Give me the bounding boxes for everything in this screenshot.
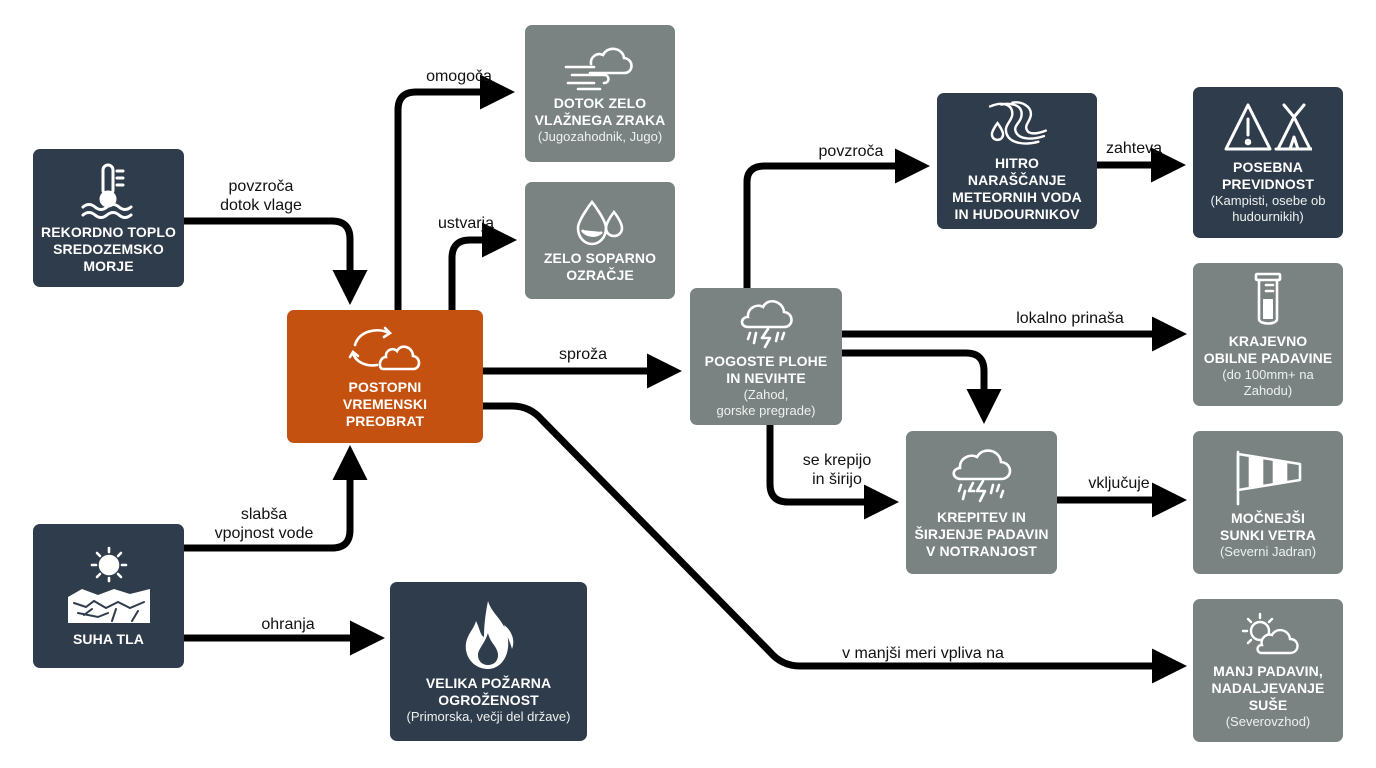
edge-label-rising-caution: zahteva <box>1105 140 1163 157</box>
node-title: KRAJEVNO OBILNE PADAVINE <box>1203 332 1333 366</box>
node-wind: MOČNEJŠI SUNKI VETRA (Severni Jadran) <box>1193 431 1343 574</box>
edge-center-humid <box>394 74 515 310</box>
edge-showers-inland-b <box>766 425 899 520</box>
node-title: POSTOPNI VREMENSKI PREOBRAT <box>342 379 428 429</box>
node-title: POGOSTE PLOHE IN NEVIHTE <box>704 352 828 386</box>
edge-showers-rising <box>743 148 930 288</box>
flood-stream-icon <box>988 101 1047 145</box>
edge-label-showers-heavy: lokalno prinaša <box>1016 310 1124 327</box>
node-subtitle: (Severovzhod) <box>1225 714 1311 729</box>
windsock-icon <box>1236 450 1302 505</box>
edge-label-center-showers: sproža <box>558 346 608 363</box>
edge-soil-center <box>184 445 368 552</box>
flame-icon <box>465 600 513 669</box>
node-title: MANJ PADAVIN, NADALJEVANJE SUŠE <box>1211 663 1325 713</box>
node-humid-air: DOTOK ZELO VLAŽNEGA ZRAKA (Jugozahodnik,… <box>525 25 675 162</box>
edge-center-sultry <box>448 222 517 310</box>
warning-tent-icon <box>1224 103 1312 150</box>
node-showers: POGOSTE PLOHE IN NEVIHTE (Zahod, gorske … <box>690 288 842 425</box>
node-title: VELIKA POŽARNA OGROŽENOST <box>425 674 552 708</box>
edge-label-center-humid: omogoča <box>426 68 492 85</box>
edge-label-soil-fire: ohranja <box>261 616 315 633</box>
sun-cracked-soil-icon <box>67 546 150 623</box>
node-rising: HITRO NARAŠČANJE METEORNIH VODA IN HUDOU… <box>937 93 1097 229</box>
node-sultry: ZELO SOPARNO OZRAČJE <box>525 182 675 299</box>
node-title: SUHA TLA <box>72 630 145 647</box>
node-title: KREPITEV IN ŠIRJENJE PADAVIN V NOTRANJOS… <box>914 509 1049 559</box>
node-subtitle: (Kampisti, osebe ob hudournikih) <box>1210 192 1326 224</box>
wind-cloud-icon <box>564 47 633 90</box>
node-caution: POSEBNA PREVIDNOST (Kampisti, osebe ob h… <box>1193 87 1343 238</box>
edge-label-center-less: v manjši meri vpliva na <box>842 645 1004 662</box>
node-title: DOTOK ZELO VLAŽNEGA ZRAKA <box>534 94 666 128</box>
edge-label-inland-wind: vključuje <box>1088 475 1150 492</box>
thunder-cloud-icon <box>740 299 793 348</box>
node-subtitle: (Severni Jadran) <box>1219 543 1317 559</box>
thermometer-waves-icon <box>81 163 132 219</box>
node-dry-soil: SUHA TLA <box>33 524 184 668</box>
node-inland: KREPITEV IN ŠIRJENJE PADAVIN V NOTRANJOS… <box>906 431 1057 574</box>
node-subtitle: (Jugozahodnik, Jugo) <box>537 128 663 144</box>
edge-sea-center <box>184 217 368 305</box>
node-less-rain: MANJ PADAVIN, NADALJEVANJE SUŠE (Severov… <box>1193 599 1343 742</box>
cycle-cloud-icon <box>348 326 421 371</box>
rain-gauge-icon <box>1254 272 1282 325</box>
edge-label-soil-center: slabša vpojnost vode <box>214 506 314 542</box>
sun-cloud-icon <box>1241 612 1299 655</box>
edge-showers-inland-a <box>842 349 1002 424</box>
node-center: POSTOPNI VREMENSKI PREOBRAT <box>287 310 483 443</box>
node-title: ZELO SOPARNO OZRAČJE <box>543 249 657 283</box>
node-warm-sea: REKORDNO TOPLO SREDOZEMSKO MORJE <box>33 149 184 287</box>
node-title: HITRO NARAŠČANJE METEORNIH VODA IN HUDOU… <box>952 155 1082 222</box>
node-subtitle: (Primorska, večji del države) <box>406 708 571 724</box>
node-subtitle: (do 100mm+ na Zahodu) <box>1222 366 1314 398</box>
edge-label-center-sultry: ustvarja <box>437 215 495 232</box>
node-heavy: KRAJEVNO OBILNE PADAVINE (do 100mm+ na Z… <box>1193 263 1343 406</box>
edge-label-showers-rising: povzroča <box>818 143 884 160</box>
node-title: MOČNEJŠI SUNKI VETRA <box>1220 509 1316 543</box>
node-subtitle: (Zahod, gorske pregrade) <box>716 386 816 418</box>
edge-label-sea-center: povzroča dotok vlage <box>220 178 302 214</box>
node-title: REKORDNO TOPLO SREDOZEMSKO MORJE <box>41 223 176 274</box>
node-title: POSEBNA PREVIDNOST <box>1221 158 1314 192</box>
water-drops-icon <box>576 199 624 245</box>
edge-center-less <box>483 402 1187 684</box>
node-fire: VELIKA POŽARNA OGROŽENOST (Primorska, ve… <box>390 582 587 741</box>
edge-label-showers-inland: se krepijo in širijo <box>802 452 872 488</box>
storm-cloud-icon <box>951 449 1011 503</box>
